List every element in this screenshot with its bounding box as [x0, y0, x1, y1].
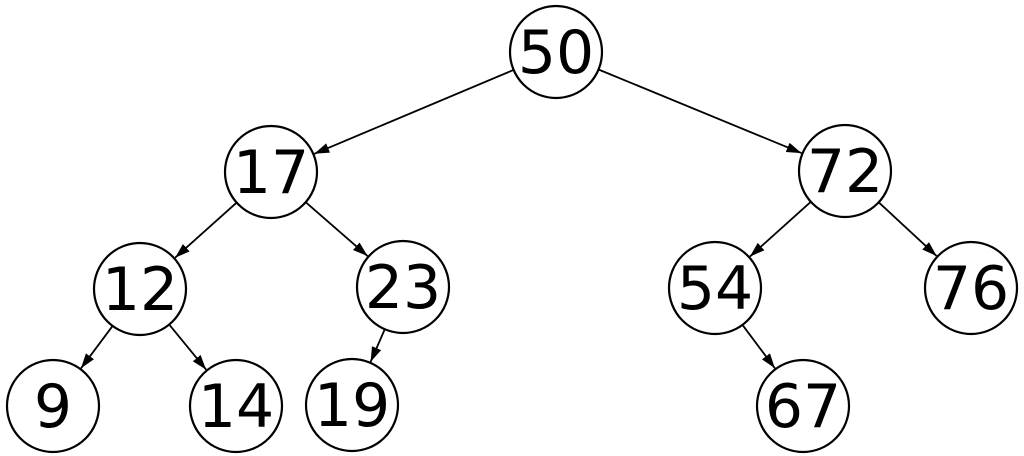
tree-node-label: 9 [34, 372, 72, 442]
tree-node-12: 12 [92, 241, 188, 337]
tree-node-label: 14 [198, 372, 274, 442]
tree-node-circle [92, 241, 188, 337]
tree-node-9: 9 [5, 358, 101, 454]
edge-50-17 [313, 69, 514, 155]
tree-node-label: 72 [807, 137, 883, 207]
edge-12-14 [168, 324, 207, 371]
tree-node-circle [5, 358, 101, 454]
tree-node-50: 50 [508, 4, 604, 100]
tree-node-circle [188, 358, 284, 454]
tree-node-circle [667, 240, 763, 336]
tree-node-circle [355, 239, 451, 335]
tree-node-72: 72 [797, 123, 893, 219]
tree-node-17: 17 [223, 124, 319, 220]
tree-node-label: 23 [365, 253, 441, 323]
edge-72-76 [878, 201, 938, 257]
tree-node-label: 67 [765, 372, 841, 442]
tree-node-19: 19 [304, 357, 400, 453]
edge-17-23 [305, 201, 369, 257]
tree-node-label: 12 [102, 255, 178, 325]
tree-node-circle [923, 240, 1019, 336]
tree-node-label: 17 [233, 138, 309, 208]
tree-node-label: 76 [933, 254, 1009, 324]
edge-17-12 [174, 201, 238, 259]
tree-node-circle [508, 4, 604, 100]
edge-12-9 [80, 325, 114, 369]
tree-node-label: 19 [314, 371, 390, 441]
edge-23-19 [369, 328, 386, 363]
tree-node-circle [755, 358, 851, 454]
tree-node-76: 76 [923, 240, 1019, 336]
tree-node-circle [223, 124, 319, 220]
edge-72-54 [749, 201, 812, 258]
tree-node-67: 67 [755, 358, 851, 454]
tree-node-label: 50 [518, 18, 594, 88]
tree-node-14: 14 [188, 358, 284, 454]
tree-node-circle [797, 123, 893, 219]
edge-50-72 [598, 68, 802, 154]
tree-node-54: 54 [667, 240, 763, 336]
tree-node-circle [304, 357, 400, 453]
edge-54-67 [741, 324, 776, 369]
tree-node-label: 54 [677, 254, 753, 324]
tree-node-23: 23 [355, 239, 451, 335]
